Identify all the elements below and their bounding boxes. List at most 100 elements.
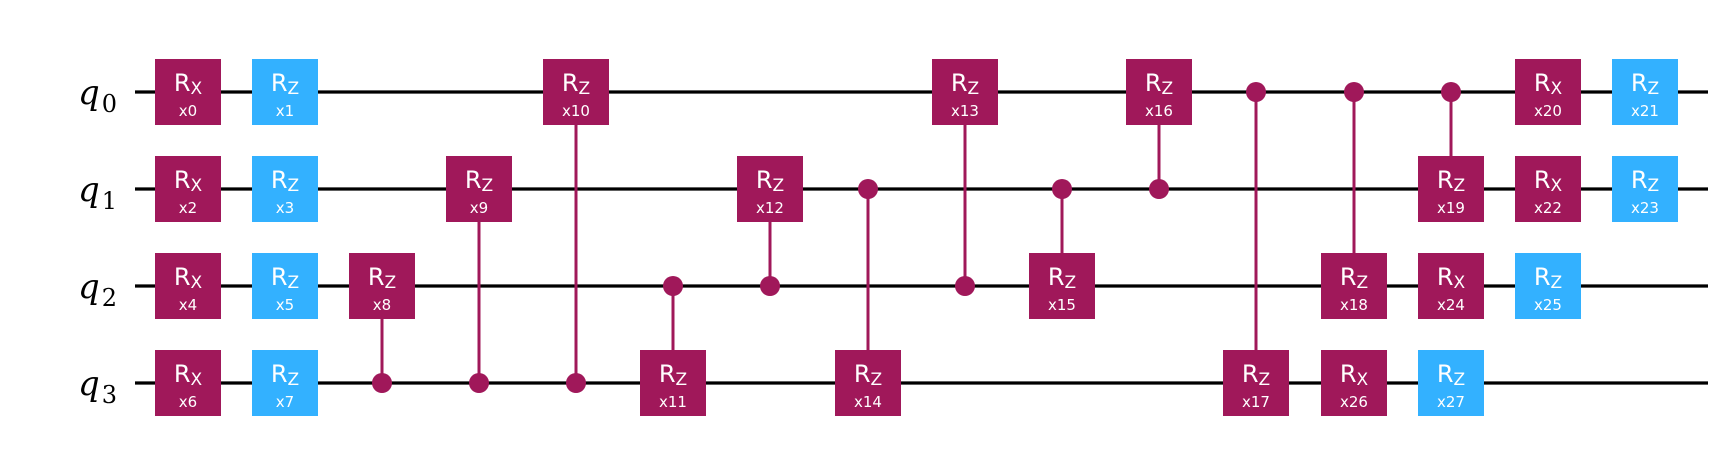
gate-x9: RZ x9: [446, 156, 512, 222]
gate-x5: RZ x5: [252, 253, 318, 319]
gate-label-x6: RX: [174, 360, 203, 390]
control-dot-x8: [372, 373, 392, 393]
gate-box-x14: [835, 350, 901, 416]
gate-label-x24: RX: [1437, 263, 1466, 293]
gate-label-x12: RZ: [756, 166, 784, 196]
gate-x25: RZ x25: [1515, 253, 1581, 319]
gate-param-x0: x0: [179, 102, 197, 120]
gate-x24: RX x24: [1418, 253, 1484, 319]
gate-label-x1: RZ: [271, 69, 299, 99]
gate-param-x10: x10: [562, 102, 590, 120]
gate-box-x10: [543, 59, 609, 125]
gate-label-x7: RZ: [271, 360, 299, 390]
gate-box-x4: [155, 253, 221, 319]
gate-box-x17: [1223, 350, 1289, 416]
gate-param-x7: x7: [276, 393, 294, 411]
gate-param-x22: x22: [1534, 199, 1562, 217]
gate-label-x25: RZ: [1534, 263, 1562, 293]
gate-x18: RZ x18: [1321, 253, 1387, 319]
gate-box-x25: [1515, 253, 1581, 319]
gate-param-x12: x12: [756, 199, 784, 217]
gate-label-x23: RZ: [1631, 166, 1659, 196]
gate-param-x4: x4: [179, 296, 197, 314]
gate-param-x9: x9: [470, 199, 488, 217]
gate-label-x26: RX: [1340, 360, 1369, 390]
gate-label-x18: RZ: [1340, 263, 1368, 293]
gate-box-x18: [1321, 253, 1387, 319]
control-dot-x16: [1149, 179, 1169, 199]
control-dot-x14: [858, 179, 878, 199]
control-dot-x17: [1246, 82, 1266, 102]
qubit-wires: [135, 90, 1708, 385]
gate-param-x17: x17: [1242, 393, 1270, 411]
gate-x8: RZ x8: [349, 253, 415, 319]
gate-box-x8: [349, 253, 415, 319]
gate-param-x16: x16: [1145, 102, 1173, 120]
gate-box-x11: [640, 350, 706, 416]
gate-x23: RZ x23: [1612, 156, 1678, 222]
gate-box-x26: [1321, 350, 1387, 416]
gate-box-x19: [1418, 156, 1484, 222]
gate-x26: RX x26: [1321, 350, 1387, 416]
gate-x11: RZ x11: [640, 350, 706, 416]
gate-param-x21: x21: [1631, 102, 1659, 120]
gate-label-x5: RZ: [271, 263, 299, 293]
qubit-label-q2: q2: [78, 267, 117, 312]
control-dot-x15: [1052, 179, 1072, 199]
gate-param-x1: x1: [276, 102, 294, 120]
control-dot-x10: [566, 373, 586, 393]
gate-label-x11: RZ: [659, 360, 687, 390]
gate-box-x1: [252, 59, 318, 125]
gate-param-x8: x8: [373, 296, 391, 314]
gate-box-x27: [1418, 350, 1484, 416]
control-connections: [372, 82, 1461, 393]
gate-param-x27: x27: [1437, 393, 1465, 411]
gate-label-x21: RZ: [1631, 69, 1659, 99]
gate-label-x15: RZ: [1048, 263, 1076, 293]
gate-box-x0: [155, 59, 221, 125]
gate-box-x23: [1612, 156, 1678, 222]
gate-box-x9: [446, 156, 512, 222]
gate-box-x15: [1029, 253, 1095, 319]
gate-box-x22: [1515, 156, 1581, 222]
gate-param-x15: x15: [1048, 296, 1076, 314]
gate-label-x19: RZ: [1437, 166, 1465, 196]
gate-label-x9: RZ: [465, 166, 493, 196]
control-dot-x18: [1344, 82, 1364, 102]
gate-label-x10: RZ: [562, 69, 590, 99]
gate-param-x23: x23: [1631, 199, 1659, 217]
gate-box-x24: [1418, 253, 1484, 319]
gate-box-x7: [252, 350, 318, 416]
gate-x13: RZ x13: [932, 59, 998, 125]
gate-label-x8: RZ: [368, 263, 396, 293]
qubit-label-q3: q3: [78, 364, 117, 409]
gate-param-x25: x25: [1534, 296, 1562, 314]
gates: RXx0RZx1RXx2RZx3RXx4RZx5RXx6RZx7RZx8RZx9…: [155, 59, 1678, 416]
gate-label-x3: RZ: [271, 166, 299, 196]
gate-param-x5: x5: [276, 296, 294, 314]
control-dot-x13: [955, 276, 975, 296]
gate-param-x26: x26: [1340, 393, 1368, 411]
gate-label-x16: RZ: [1145, 69, 1173, 99]
gate-param-x11: x11: [659, 393, 687, 411]
gate-x10: RZ x10: [543, 59, 609, 125]
gate-x7: RZ x7: [252, 350, 318, 416]
gate-param-x6: x6: [179, 393, 197, 411]
gate-param-x18: x18: [1340, 296, 1368, 314]
gate-label-x20: RX: [1534, 69, 1563, 99]
gate-param-x24: x24: [1437, 296, 1465, 314]
gate-x3: RZ x3: [252, 156, 318, 222]
gate-param-x13: x13: [951, 102, 979, 120]
gate-x15: RZ x15: [1029, 253, 1095, 319]
gate-label-x13: RZ: [951, 69, 979, 99]
gate-label-x2: RX: [174, 166, 203, 196]
gate-box-x6: [155, 350, 221, 416]
gate-x6: RX x6: [155, 350, 221, 416]
gate-param-x3: x3: [276, 199, 294, 217]
